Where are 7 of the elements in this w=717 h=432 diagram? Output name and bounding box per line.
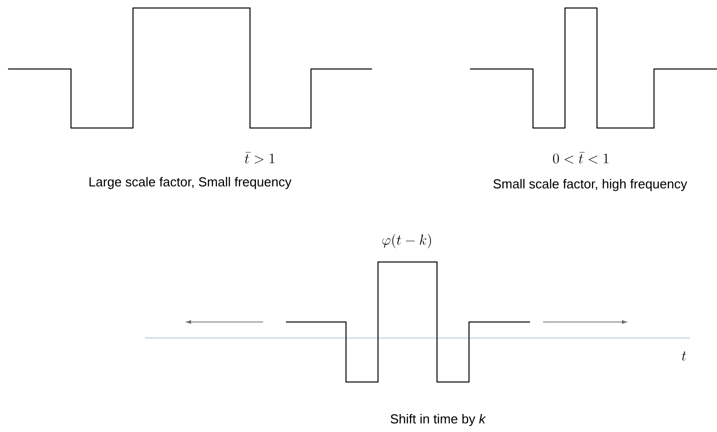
formula-label: $\bar{t} > 1$: [244, 152, 274, 164]
caption-text: Large scale factor, Small frequency: [90, 176, 292, 190]
formula-label: $t$: [682, 351, 686, 361]
formula-label: $\varphi(t - k)$: [382, 234, 431, 248]
caption-text: Small scale factor, high frequency: [493, 178, 688, 192]
caption-text: Shift in time by k: [390, 414, 486, 426]
formula-label: $0 < \bar{t} < 1$: [553, 152, 608, 164]
